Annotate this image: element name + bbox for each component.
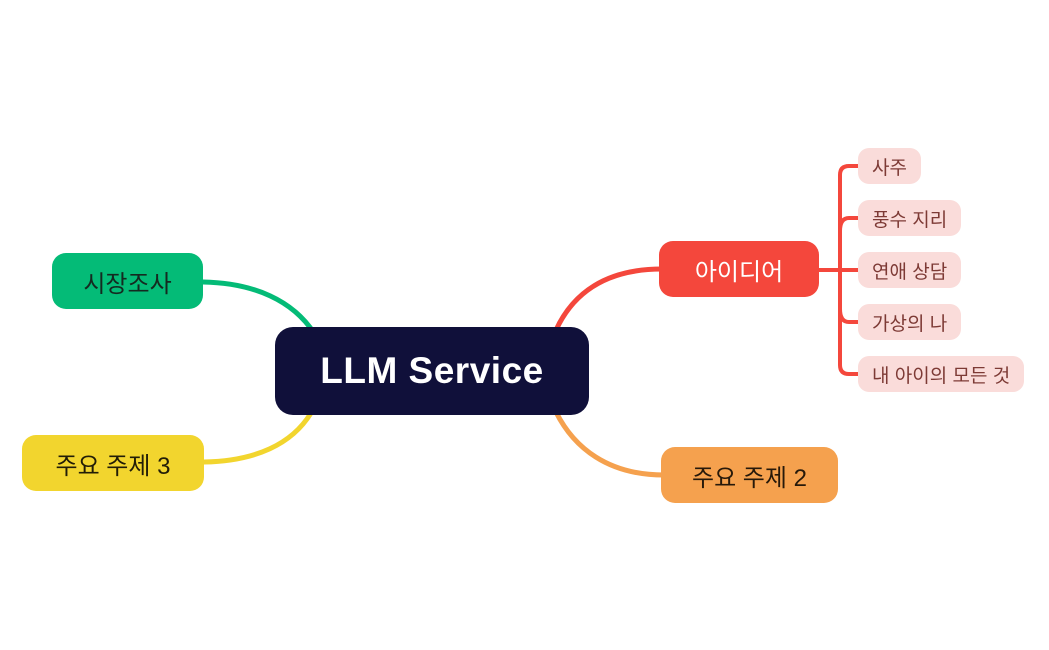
topic-node-topic-3[interactable]: 주요 주제 3 xyxy=(22,435,204,491)
child-node-label: 가상의 나 xyxy=(872,313,948,335)
topic-node-label: 아이디어 xyxy=(694,258,784,286)
topic-node-label: 주요 주제 2 xyxy=(691,464,807,492)
edge-ideas-child-last xyxy=(838,268,861,376)
topic-node-ideas[interactable]: 아이디어 xyxy=(659,241,819,297)
child-node-label: 사주 xyxy=(872,157,907,179)
child-node-label: 연애 상담 xyxy=(872,261,948,283)
child-node-nae-ai[interactable]: 내 아이의 모든 것 xyxy=(858,356,1025,392)
edge-root-market xyxy=(200,279,317,336)
root-node-label: LLM Service xyxy=(320,350,544,391)
topic-node-market-research[interactable]: 시장조사 xyxy=(52,253,203,309)
child-node-label: 풍수 지리 xyxy=(872,209,948,231)
edge-ideas-child-gasang xyxy=(838,307,861,324)
child-node-gasang-ui-na[interactable]: 가상의 나 xyxy=(858,304,962,340)
edge-root-ideas xyxy=(553,266,665,333)
edge-root-topic2 xyxy=(553,409,667,478)
edge-root-topic3 xyxy=(201,410,314,465)
root-node[interactable]: LLM Service xyxy=(275,327,589,415)
edge-ideas-child-pungsu xyxy=(838,216,861,233)
child-node-pungsu-jiri[interactable]: 풍수 지리 xyxy=(858,200,962,236)
topic-node-label: 주요 주제 3 xyxy=(55,452,171,480)
topic-node-label: 시장조사 xyxy=(83,270,172,298)
topic-node-topic-2[interactable]: 주요 주제 2 xyxy=(661,447,838,503)
child-node-label: 내 아이의 모든 것 xyxy=(872,365,1011,387)
edge-ideas-child-saju xyxy=(838,164,861,272)
child-node-yeonae-sangdam[interactable]: 연애 상담 xyxy=(858,252,962,288)
child-node-saju[interactable]: 사주 xyxy=(858,148,921,184)
